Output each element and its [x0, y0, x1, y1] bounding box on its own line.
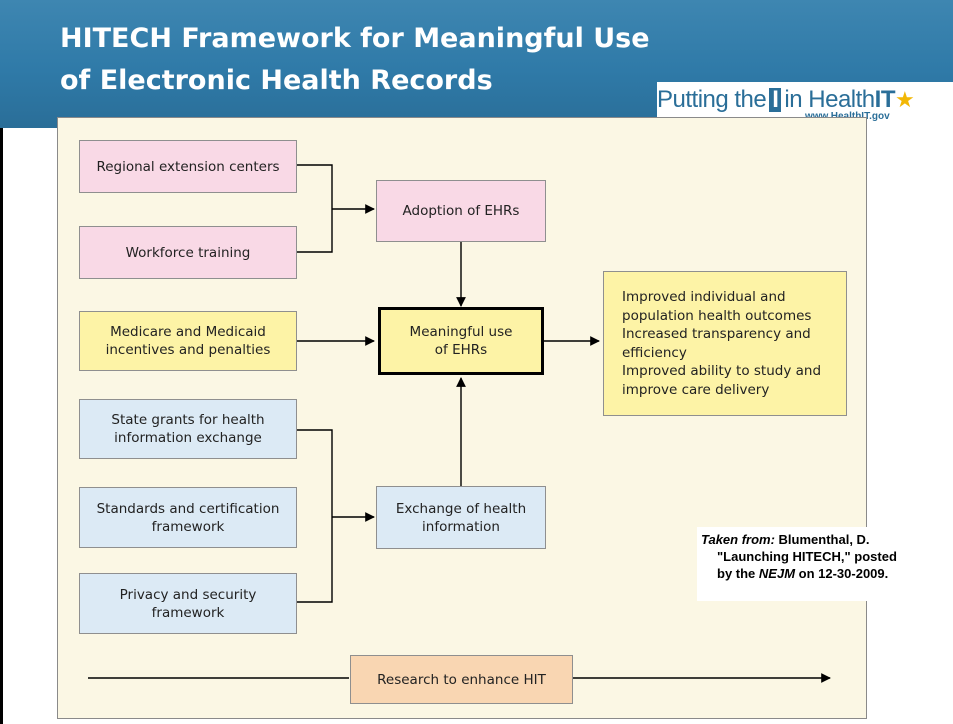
node-standards-certification: Standards and certification framework — [79, 487, 297, 548]
connector-hie-bracket — [297, 429, 333, 603]
citation-prefix: Taken from: — [701, 532, 775, 547]
left-border-line — [0, 128, 3, 724]
node-meaningful-use: Meaningful use of EHRs — [378, 307, 544, 375]
node-improved-outcomes: Improved individual and population healt… — [603, 271, 847, 416]
node-medicare-medicaid: Medicare and Medicaid incentives and pen… — [79, 311, 297, 371]
citation-line-3: by the NEJM on 12-30-2009. — [701, 565, 947, 582]
citation-note: Taken from: Blumenthal, D. "Launching HI… — [697, 527, 951, 601]
node-privacy-security: Privacy and security framework — [79, 573, 297, 634]
node-research-to-enhance-hit: Research to enhance HIT — [350, 655, 573, 704]
citation-line-1: Taken from: Blumenthal, D. — [701, 531, 947, 548]
connector-regional-bracket — [297, 164, 333, 253]
node-state-grants: State grants for health information exch… — [79, 399, 297, 459]
citation-author: Blumenthal, D. — [774, 532, 870, 547]
title-line-2: of Electronic Health Records — [60, 65, 493, 96]
node-workforce-training: Workforce training — [79, 226, 297, 279]
slide-title: HITECH Framework for Meaningful Use of E… — [60, 18, 700, 102]
citation-journal: NEJM — [758, 566, 796, 581]
logo-highlight: I — [769, 88, 782, 112]
logo-suffix: IT — [874, 86, 896, 113]
logo-middle: in Health — [784, 86, 875, 113]
star-icon: ★ — [894, 87, 915, 112]
title-line-1: HITECH Framework for Meaningful Use — [60, 23, 650, 54]
node-exchange-of-health-information: Exchange of health information — [376, 486, 546, 549]
logo-url: www.HealthIT.gov — [805, 111, 890, 122]
node-regional-extension-centers: Regional extension centers — [79, 140, 297, 193]
node-adoption-of-ehrs: Adoption of EHRs — [376, 180, 546, 242]
citation-line-2: "Launching HITECH," posted — [717, 549, 897, 564]
citation-line-3-post: on 12-30-2009. — [795, 566, 889, 581]
logo-prefix: Putting the — [657, 86, 767, 113]
citation-line-3-pre: by the — [717, 566, 759, 581]
slide-header: HITECH Framework for Meaningful Use of E… — [0, 0, 953, 128]
